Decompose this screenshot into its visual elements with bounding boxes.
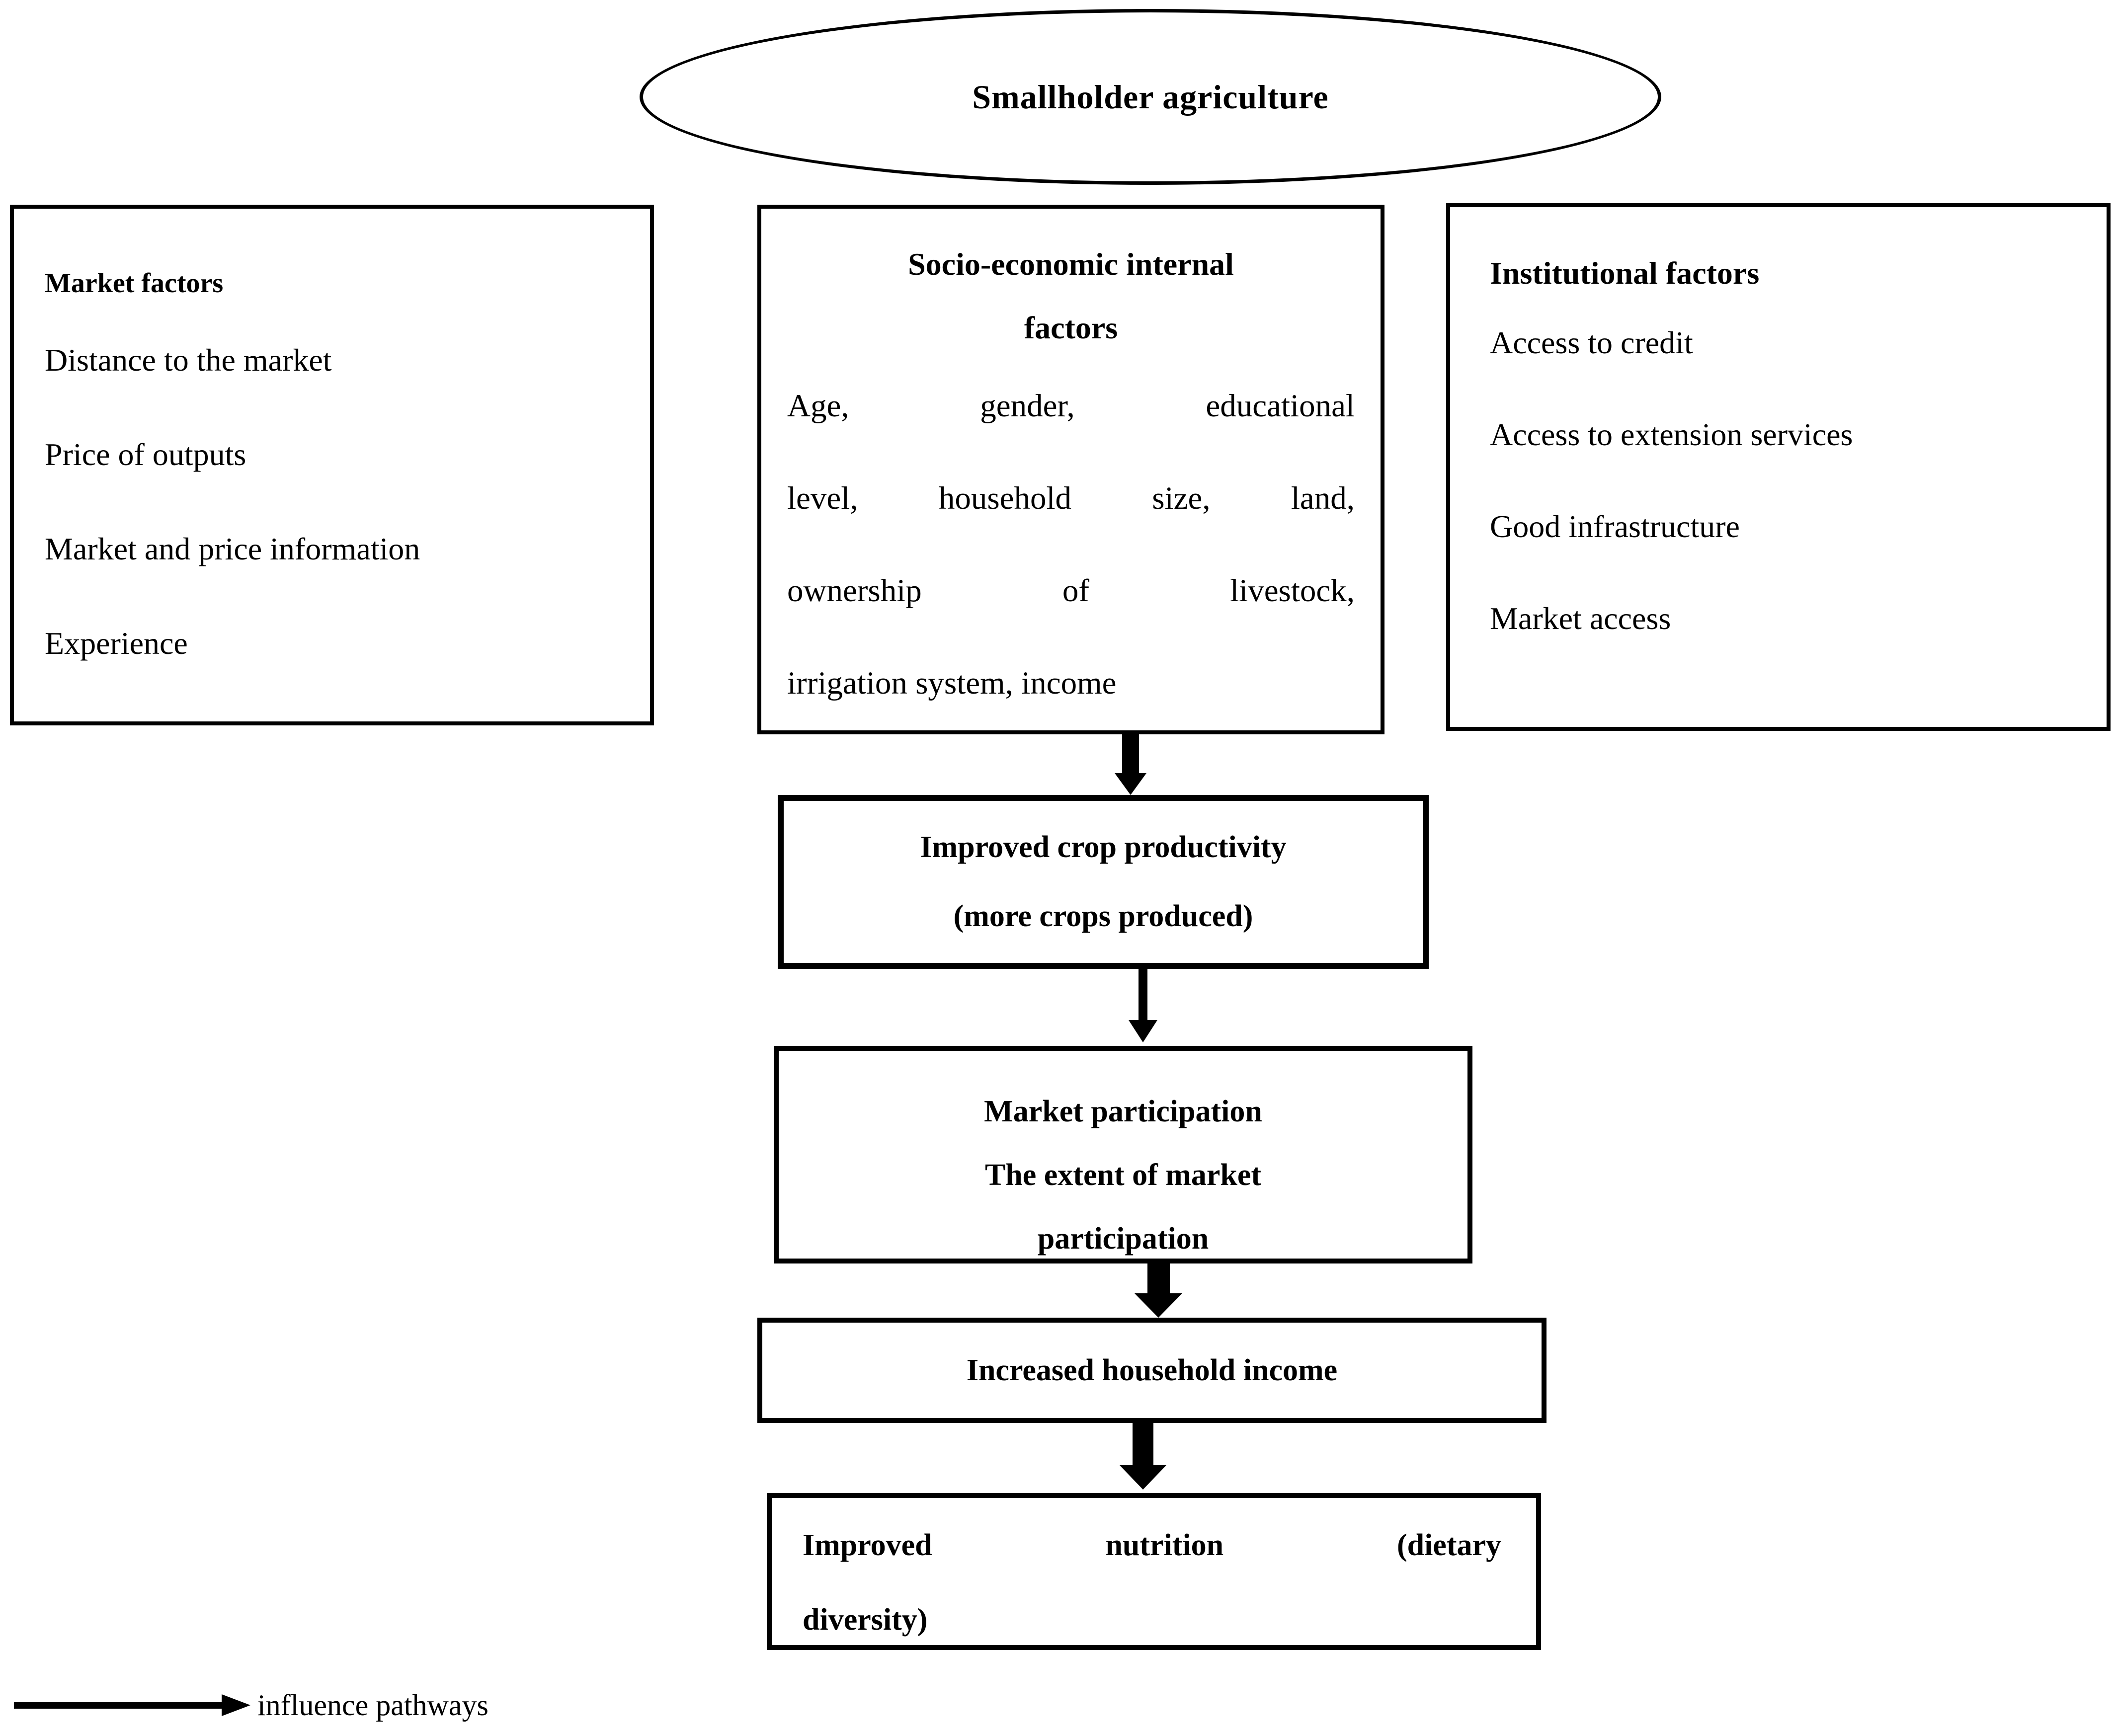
flow-box-line: participation (1037, 1222, 1209, 1256)
socio-economic-body-line: irrigation system, income (787, 665, 1117, 701)
flow-box-line: (more crops produced) (953, 899, 1253, 933)
arrow-head (1115, 773, 1146, 795)
arrow-shaft (1147, 1263, 1170, 1293)
institutional-factors-list: Access to credit Access to extension ser… (1490, 297, 2087, 664)
arrow-head (1135, 1293, 1182, 1318)
root-node-smallholder-agriculture: Smallholder agriculture (640, 9, 1661, 185)
list-item: Market access (1490, 601, 1671, 636)
arrow-head (222, 1694, 250, 1716)
arrow-shaft (1133, 1423, 1153, 1465)
list-item: Good infrastructure (1490, 509, 1740, 544)
socio-economic-title-line: factors (1024, 310, 1118, 345)
arrow-head (1120, 1465, 1166, 1490)
arrow-shaft (14, 1702, 222, 1709)
socio-economic-body-line: Age, gender, educational (787, 388, 1355, 424)
flow-box-line: Improved crop productivity (920, 830, 1287, 864)
root-node-label: Smallholder agriculture (972, 78, 1329, 116)
socio-economic-title-line: Socio-economic internal (908, 246, 1234, 282)
nutrition-box: Improved nutrition (dietary diversity) (767, 1493, 1541, 1650)
influence-arrow-down-icon (1129, 969, 1157, 1042)
socio-economic-body-line: level, household size, land, (787, 480, 1355, 516)
flow-box-line: The extent of market (984, 1158, 1262, 1192)
socio-economic-body-line: ownership of livestock, (787, 573, 1355, 609)
institutional-factors-title: Institutional factors (1490, 255, 1760, 291)
socio-economic-factors-box: Socio-economic internal factors Age, gen… (757, 205, 1384, 734)
legend-label: influence pathways (257, 1688, 488, 1722)
crop-productivity-box: Improved crop productivity (more crops p… (778, 795, 1429, 969)
market-factors-title: Market factors (45, 268, 224, 299)
flow-box-line: diversity) (803, 1603, 928, 1637)
list-item: Market and price information (45, 531, 420, 566)
flow-box-line: Improved nutrition (dietary (803, 1528, 1501, 1562)
influence-arrow-down-icon (1115, 734, 1146, 795)
market-participation-box: Market participation The extent of marke… (774, 1046, 1472, 1263)
household-income-box: Increased household income (757, 1318, 1546, 1423)
arrow-head (1129, 1020, 1157, 1042)
market-factors-list: Distance to the market Price of outputs … (45, 313, 630, 691)
legend: influence pathways (14, 1685, 488, 1725)
flow-box-line: Increased household income (966, 1353, 1338, 1387)
list-item: Access to extension services (1490, 417, 1853, 452)
arrow-shaft (1139, 969, 1147, 1020)
arrow-shaft (1122, 734, 1139, 773)
legend-arrow-right-icon (14, 1694, 250, 1716)
market-factors-box: Market factors Distance to the market Pr… (10, 205, 654, 725)
list-item: Experience (45, 626, 188, 661)
influence-arrow-down-icon (1135, 1263, 1182, 1318)
list-item: Access to credit (1490, 325, 1693, 360)
flow-box-line: Market participation (984, 1095, 1262, 1128)
list-item: Distance to the market (45, 342, 332, 378)
list-item: Price of outputs (45, 437, 246, 472)
influence-arrow-down-icon (1120, 1423, 1166, 1490)
institutional-factors-box: Institutional factors Access to credit A… (1446, 203, 2111, 731)
